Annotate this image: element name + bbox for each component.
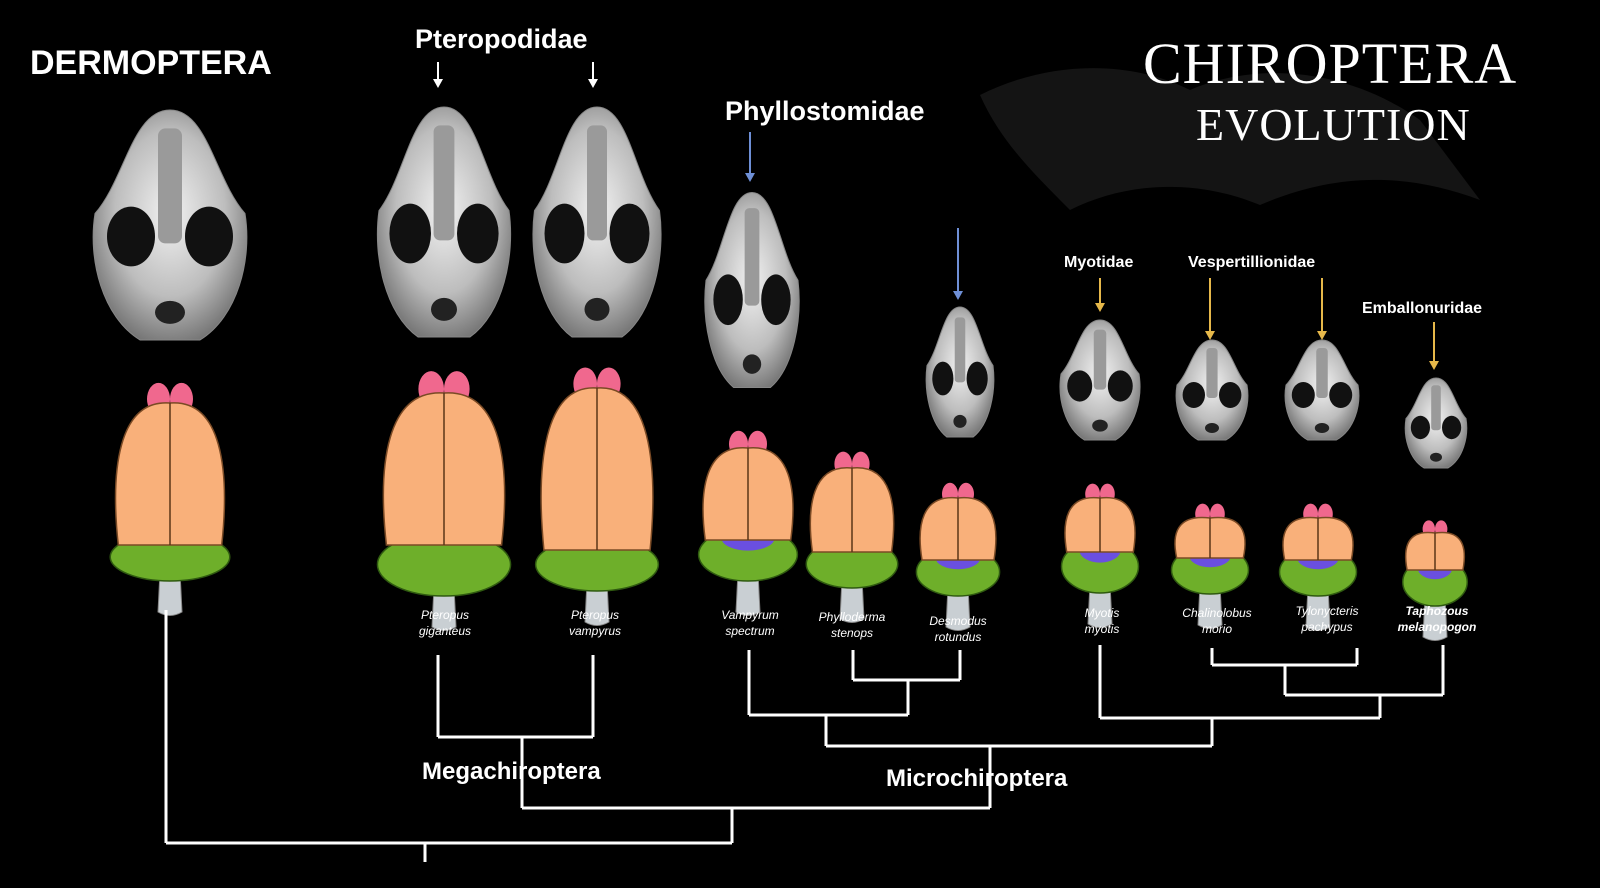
brain-dermoptera	[109, 382, 231, 616]
brain-pteropus-giganteus	[376, 371, 512, 631]
brain-desmodus-rotundus	[915, 482, 1001, 631]
clade-label-microchiroptera: Microchiroptera	[886, 765, 1068, 792]
group-label-myotidae: Myotidae	[1064, 254, 1134, 271]
brain-vampyrum-spectrum	[697, 430, 799, 616]
brain-tylonycteris-pachypus	[1278, 503, 1358, 631]
bat-silhouette-background	[980, 68, 1480, 211]
skull-chalinolobus-morio	[1175, 339, 1249, 441]
brain-pteropus-vampyrus	[534, 367, 660, 626]
arrow-pteropodidae-1	[433, 62, 443, 88]
phylogenetic-tree	[164, 610, 1445, 862]
arrow-pteropodidae-2	[588, 62, 598, 88]
group-label-vespertillionidae: Vespertillionidae	[1188, 254, 1316, 271]
group-label-dermoptera: DERMOPTERA	[30, 44, 272, 82]
skull-pteropus-giganteus	[376, 106, 512, 338]
arrow-tylonycteris	[1317, 278, 1327, 340]
brain-myotis-myotis	[1060, 483, 1140, 628]
skull-pteropus-vampyrus	[532, 106, 662, 338]
skull-vampyrum-spectrum	[704, 191, 800, 388]
arrow-desmodus	[953, 228, 963, 300]
skull-tylonycteris-pachypus	[1284, 339, 1360, 441]
skull-dermoptera	[92, 109, 248, 341]
arrow-emballonuridae	[1429, 322, 1439, 370]
title-line1: CHIROPTERA	[1143, 31, 1518, 96]
brain-taphozous-melanopogon	[1402, 520, 1468, 641]
brain-phylloderma-stenops	[805, 451, 899, 623]
arrow-phyllostomidae	[745, 132, 755, 182]
group-label-pteropodidae: Pteropodidae	[415, 24, 588, 54]
skull-desmodus-rotundus	[925, 306, 995, 438]
title-line2: EVOLUTION	[1196, 99, 1471, 150]
brain-chalinolobus-morio	[1170, 503, 1250, 629]
arrow-myotidae	[1095, 278, 1105, 312]
group-label-emballonuridae: Emballonuridae	[1362, 300, 1483, 317]
skull-myotis-myotis	[1059, 319, 1141, 441]
clade-label-megachiroptera: Megachiroptera	[422, 758, 601, 785]
skull-taphozous-melanopogon	[1404, 377, 1468, 469]
arrow-chalinolobus	[1205, 278, 1215, 340]
group-label-phyllostomidae: Phyllostomidae	[725, 96, 925, 126]
